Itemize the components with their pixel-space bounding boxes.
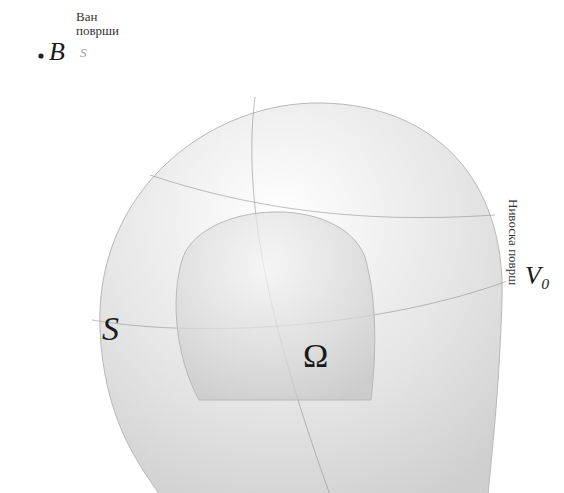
region-omega-outline (165, 195, 380, 400)
surface-label: S (102, 310, 119, 347)
grid-line (150, 175, 495, 218)
surface-note: S (80, 46, 87, 60)
region-label: Ω (303, 337, 328, 374)
region-omega-shape (176, 212, 375, 400)
region-omega: Ω (165, 195, 380, 400)
level-surface-label: Нивоска површ (506, 197, 520, 287)
surface-s: SΩ (90, 95, 510, 493)
volume-label: V₀ (525, 262, 550, 291)
note-text: Ван површи (76, 10, 126, 39)
point-label: B (49, 38, 65, 67)
surface-s-shape (100, 103, 502, 493)
point-b (38, 53, 43, 58)
